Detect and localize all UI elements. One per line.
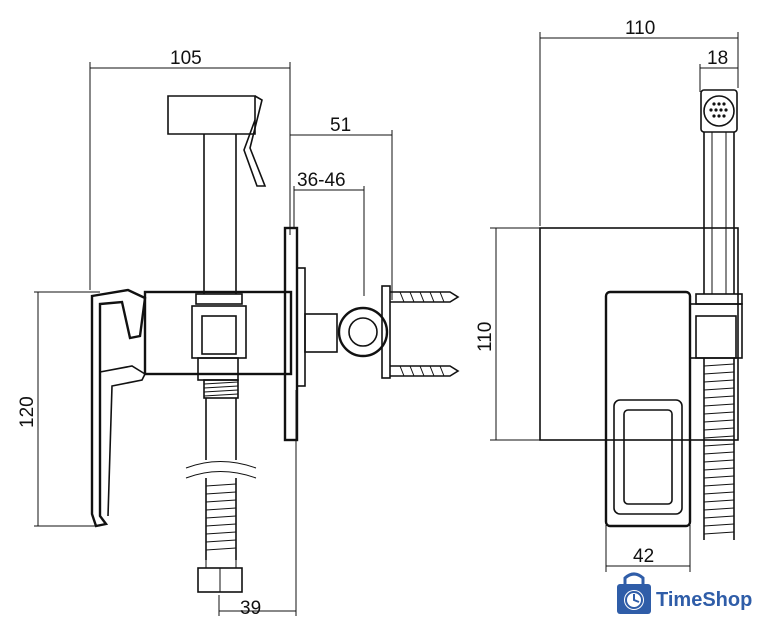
dim-18: 18 <box>699 48 738 92</box>
dim-105: 105 <box>89 48 291 290</box>
dim-label-42: 42 <box>633 546 654 567</box>
dim-label-18: 18 <box>707 48 728 69</box>
hose-front <box>703 358 735 540</box>
dim-120: 120 <box>17 291 100 527</box>
handset-front <box>695 89 743 305</box>
front-view: 110 18 110 42 <box>475 18 743 572</box>
dim-label-120: 120 <box>17 396 38 428</box>
dim-110-top: 110 <box>539 18 739 226</box>
side-view: 105 51 36-46 120 39 <box>17 48 460 619</box>
wall-plate <box>539 227 739 441</box>
dim-label-36-46: 36-46 <box>297 170 346 191</box>
dim-label-110-side: 110 <box>475 322 496 352</box>
dim-36-46: 36-46 <box>293 170 365 296</box>
brand-logo: TimeShop <box>617 572 752 614</box>
mixer-body <box>143 226 460 442</box>
mixer-body-front <box>604 290 743 528</box>
brand-name: TimeShop <box>656 589 752 611</box>
dim-51: 51 <box>290 115 393 300</box>
shopping-bag-clock-icon <box>617 572 651 614</box>
dim-42: 42 <box>605 525 691 572</box>
lever-handle <box>90 288 147 528</box>
dim-label-51: 51 <box>330 115 351 136</box>
dim-110-side: 110 <box>475 227 540 441</box>
dim-label-105: 105 <box>170 48 202 69</box>
hose <box>185 379 257 593</box>
handset-head <box>167 95 267 305</box>
dim-label-110-top: 110 <box>625 18 655 39</box>
dim-label-39: 39 <box>240 598 261 619</box>
